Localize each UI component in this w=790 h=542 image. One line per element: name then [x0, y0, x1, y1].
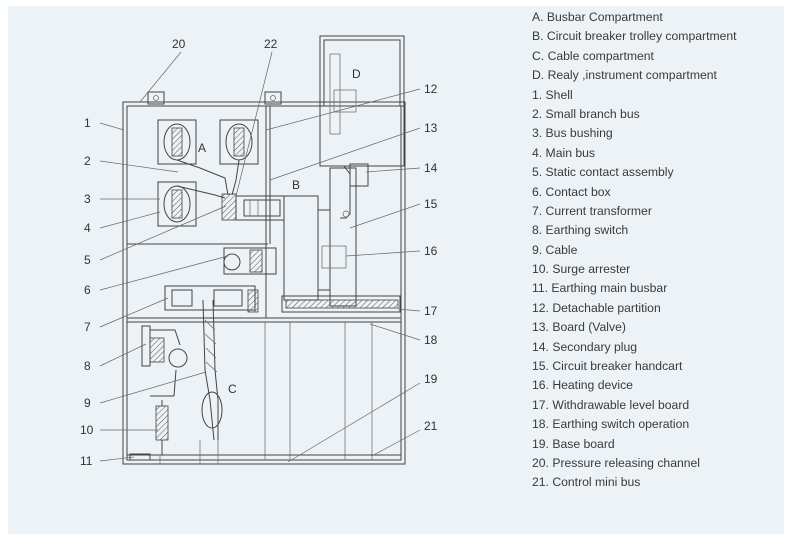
legend-item: 14. Secondary plug: [532, 339, 638, 354]
legend-item: 15. Circuit breaker handcart: [532, 359, 683, 374]
legend-item: 20. Pressure releasing channel: [532, 455, 701, 470]
callout-5: 5: [84, 253, 91, 267]
cable-compartment-internals: [129, 285, 259, 461]
legend-item: 4. Main bus: [532, 145, 596, 160]
legend-item: 1. Shell: [532, 87, 573, 102]
callout-12: 12: [424, 82, 438, 96]
legend-item: 21. Control mini bus: [532, 475, 641, 490]
callout-8: 8: [84, 359, 91, 373]
callout-14: 14: [424, 161, 438, 175]
leader-lines: [99, 51, 421, 463]
diagram-canvas: [8, 6, 784, 534]
legend-item: A. Busbar Compartment: [532, 10, 663, 24]
legend-item: B. Circuit breaker trolley compartment: [532, 29, 737, 44]
compartment-label-b: B: [292, 178, 300, 192]
callout-13: 13: [424, 121, 438, 135]
legend-item: 3. Bus bushing: [532, 126, 613, 141]
callout-22: 22: [264, 37, 278, 51]
callout-10: 10: [80, 423, 94, 437]
legend-list: A. Busbar Compartment B. Circuit breaker…: [532, 8, 737, 493]
callout-16: 16: [424, 244, 438, 258]
cabinet-shell: [122, 35, 406, 465]
legend-item: D. Realy ,instrument compartment: [532, 68, 717, 83]
legend-item: 5. Static contact assembly: [532, 165, 674, 180]
legend-item: 13. Board (Valve): [532, 320, 626, 335]
compartment-label-d: D: [352, 67, 361, 81]
callout-17: 17: [424, 304, 438, 318]
breaker-trolley-internals: [223, 163, 401, 313]
compartment-label-a: A: [198, 141, 206, 155]
legend-item: 18. Earthing switch operation: [532, 417, 690, 432]
callout-21: 21: [424, 419, 438, 433]
legend-item: 6. Contact box: [532, 184, 611, 199]
callout-1: 1: [84, 116, 91, 130]
legend-item: 2. Small branch bus: [532, 106, 640, 121]
legend-item: 8. Earthing switch: [532, 223, 629, 238]
legend-item: 16. Heating device: [532, 378, 633, 393]
callout-20: 20: [172, 37, 186, 51]
callout-3: 3: [84, 192, 91, 206]
legend-item: C. Cable compartment: [532, 48, 654, 63]
compartment-label-c: C: [228, 382, 237, 396]
callout-9: 9: [84, 396, 91, 410]
legend-item: 17. Withdrawable level board: [532, 397, 690, 412]
busbar-compartment-internals: [157, 119, 285, 227]
legend-item: 7. Current transformer: [532, 203, 652, 218]
legend-item: 11. Earthing main busbar: [532, 281, 668, 296]
callout-15: 15: [424, 197, 438, 211]
callout-11: 11: [80, 454, 93, 468]
callout-6: 6: [84, 283, 91, 297]
callout-7: 7: [84, 320, 91, 334]
legend-item: 12. Detachable partition: [532, 300, 661, 315]
callout-19: 19: [424, 372, 438, 386]
legend-item: 10. Surge arrester: [532, 262, 631, 277]
callout-2: 2: [84, 154, 91, 168]
callout-18: 18: [424, 333, 438, 347]
compartment-labels: A B C D: [198, 67, 361, 396]
legend-item: 9. Cable: [532, 242, 578, 257]
callout-4: 4: [84, 221, 91, 235]
callout-numbers: 1 2 3 4 5 6 7 8 9 10 11 12 13 14 15 16 1…: [80, 37, 438, 468]
legend-item: 19. Base board: [532, 436, 615, 451]
